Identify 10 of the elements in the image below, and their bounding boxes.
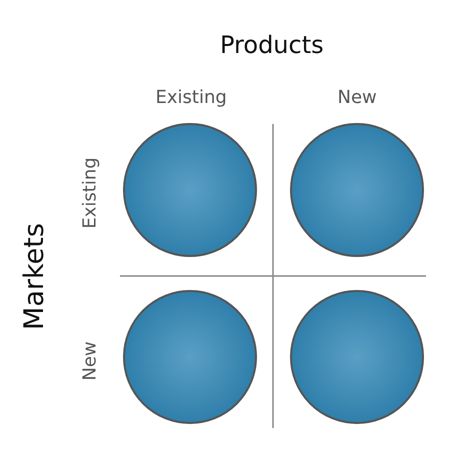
row-header: Existing [81,157,100,229]
circle-shape [122,289,258,425]
column-header: Existing [156,89,227,107]
row-header: New [81,341,100,381]
circle-shape [289,122,425,258]
circle-shape [289,289,425,425]
column-header: New [338,89,377,107]
axis-title: Markets [20,222,48,330]
circle-shape [122,122,258,258]
axis-title: Products [220,33,324,57]
